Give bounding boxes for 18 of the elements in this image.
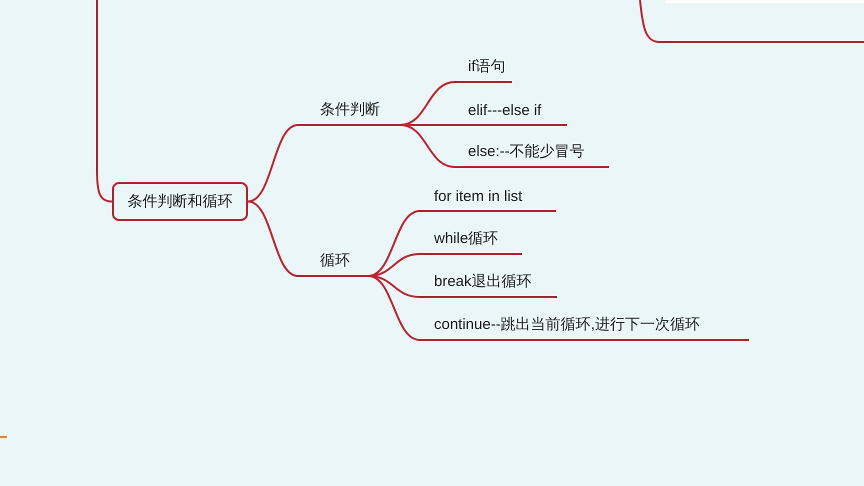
topic-label: continue--跳出当前循环,进行下一次循环 <box>434 315 700 334</box>
topic-label: if语句 <box>468 57 506 76</box>
topic-label: for item in list <box>434 188 522 205</box>
topic-label: elif---else if <box>468 102 542 119</box>
branch-line <box>248 200 298 277</box>
branch-line <box>400 124 456 168</box>
branch-line <box>368 210 420 277</box>
topic-label: 条件判断和循环 <box>128 192 232 211</box>
topic-label: while循环 <box>434 229 498 248</box>
topic-label: else:--不能少冒号 <box>468 142 585 161</box>
topic-label: 循环 <box>320 251 350 270</box>
branch-line <box>248 124 298 202</box>
topic-label: 条件判断 <box>320 100 380 119</box>
topic-box <box>112 182 248 221</box>
branch-line <box>400 81 456 126</box>
branch-line <box>368 275 420 298</box>
topic-label: break退出循环 <box>434 272 532 291</box>
branch-line <box>368 275 420 341</box>
